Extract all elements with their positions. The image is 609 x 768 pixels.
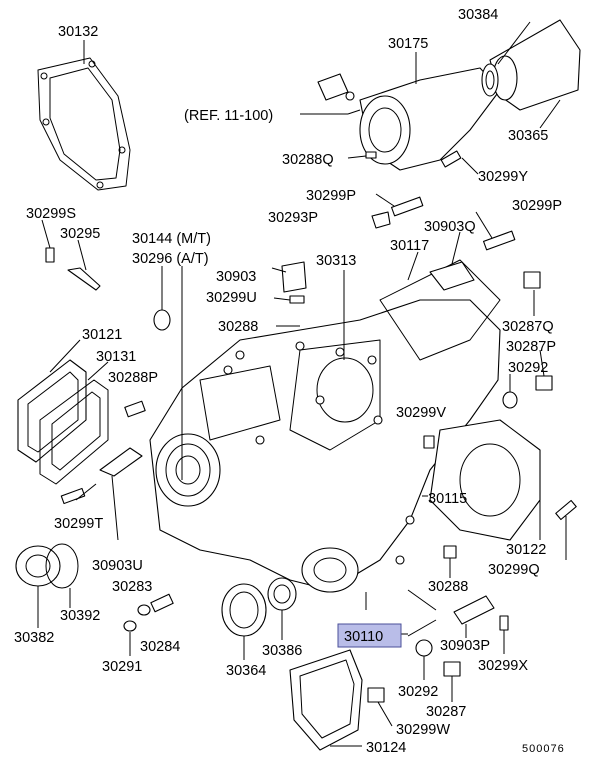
label-30117: 30117 [390,238,429,254]
label-30131: 30131 [96,349,136,365]
label-30299P-a: 30299P [306,188,356,204]
label-30110[interactable]: 30110 [344,629,383,645]
label-30293P: 30293P [268,210,318,226]
label-30364: 30364 [226,663,266,679]
gasket-30132-drawing [37,40,131,191]
label-30121: 30121 [82,327,122,343]
label-30144: 30144 (M/T) [132,231,211,247]
label-30287P: 30287P [506,339,556,355]
label-30292-a: 30292 [508,360,548,376]
upper-small-parts-drawing [153,193,577,560]
label-30384: 30384 [458,7,498,23]
label-30313: 30313 [316,253,356,269]
label-30124: 30124 [366,740,406,756]
extension-housing-drawing [347,19,581,175]
label-30296: 30296 (A/T) [132,251,209,267]
label-30132: 30132 [58,24,98,40]
highlight-box-30110 [337,623,402,648]
label-30287Q: 30287Q [502,319,554,335]
label-30299Q: 30299Q [488,562,540,578]
label-30903Q: 30903Q [424,219,476,235]
label-30365: 30365 [508,128,548,144]
label-30288Q: 30288Q [282,152,334,168]
label-30175: 30175 [388,36,428,52]
left-small-parts-drawing [15,219,174,656]
label-30288-b: 30288 [428,579,468,595]
label-30382: 30382 [14,630,54,646]
label-30122: 30122 [506,542,546,558]
label-30903: 30903 [216,269,256,285]
transfer-case-body-drawing [149,259,541,593]
diagram-id: 500076 [522,743,565,755]
label-30299T: 30299T [54,516,103,532]
label-30903P: 30903P [440,638,490,654]
label-30292-b: 30292 [398,684,438,700]
label-30299U: 30299U [206,290,257,306]
label-30291: 30291 [102,659,142,675]
label-30386: 30386 [262,643,302,659]
label-30284: 30284 [140,639,180,655]
label-30288: 30288 [218,319,258,335]
label-30283: 30283 [112,579,152,595]
reference-tag-drawing [300,73,361,115]
label-30392: 30392 [60,608,100,624]
label-30287: 30287 [426,704,466,720]
reference-note: (REF. 11-100) [184,108,273,124]
label-30299V: 30299V [396,405,446,421]
label-30903U: 30903U [92,558,143,574]
label-30115: 30115 [428,491,467,507]
lower-parts-drawing [221,545,509,751]
label-30295: 30295 [60,226,100,242]
label-30299P-b: 30299P [512,198,562,214]
label-30299S: 30299S [26,206,76,222]
label-30299W: 30299W [396,722,450,738]
label-30288P: 30288P [108,370,158,386]
label-30299X: 30299X [478,658,528,674]
label-30299Y: 30299Y [478,169,528,185]
